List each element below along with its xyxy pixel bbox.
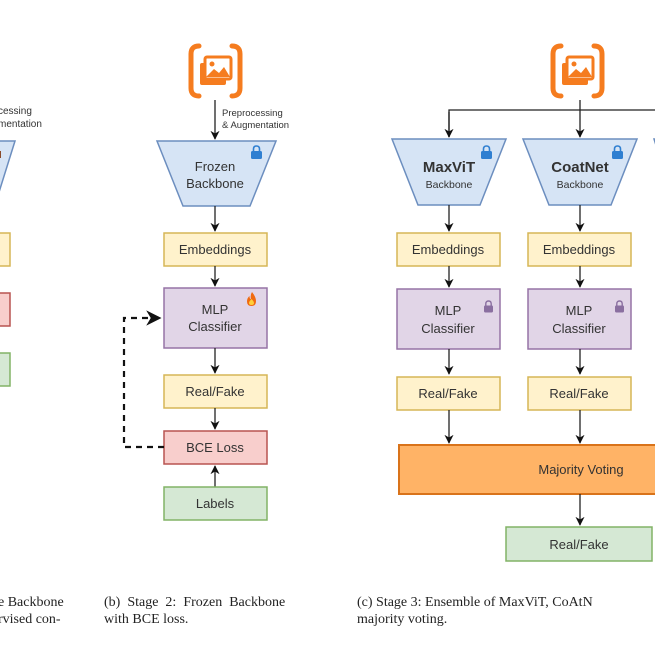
final-output-box: [505, 526, 653, 562]
lock-icon: [481, 145, 492, 159]
image-input-icon: [188, 43, 243, 99]
fire-icon: [0, 151, 1, 158]
embeddings-box-a: [0, 232, 11, 267]
mlp-label-2: Classifier: [188, 319, 242, 334]
coatnet-backbone: [521, 138, 639, 206]
caption-c: (c) Stage 3: Ensemble of MaxViT, CoAtN m…: [357, 594, 655, 628]
labels-box-a: [0, 352, 11, 387]
maxvit-mlp-label-2: Classifier: [421, 321, 475, 336]
coatnet-mlp: [527, 288, 632, 350]
loss-box-a: [0, 292, 11, 327]
loss-label: BCE Loss: [186, 440, 244, 455]
coatnet-name: CoatNet: [551, 159, 609, 176]
output-box: [163, 374, 268, 409]
labels-box: [163, 486, 268, 521]
maxvit-backbone: [390, 138, 508, 206]
maxvit-name: MaxViT: [423, 159, 475, 176]
panel-a: cessing mentation: [0, 106, 42, 387]
labels-label: Labels: [196, 496, 235, 511]
backbone-shape-a: [0, 140, 17, 192]
branch-coatnet: CoatNet Backbone Embeddings MLP Classifi…: [521, 138, 639, 444]
caption-a-line1: e Backbone: [0, 595, 64, 610]
caption-b-line1: (b) Stage 2: Frozen Backbone: [104, 595, 286, 610]
backbone-label-1: Frozen: [195, 159, 235, 174]
coatnet-embeddings: [527, 232, 632, 267]
embeddings-label: Embeddings: [179, 242, 252, 257]
preprocess-label: Preprocessing: [222, 108, 283, 119]
maxvit-mlp-label-1: MLP: [435, 303, 462, 318]
preprocess-label-a-2: mentation: [0, 119, 42, 130]
frozen-backbone: [155, 140, 278, 207]
maxvit-mlp: [396, 288, 501, 350]
majority-voting-box: [398, 444, 655, 495]
branch-maxvit: MaxViT Backbone Embeddings MLP Classifie…: [390, 138, 508, 444]
image-input-icon: [550, 43, 605, 99]
lock-icon: [484, 300, 493, 313]
embeddings-box: [163, 232, 268, 267]
maxvit-embeddings: [396, 232, 501, 267]
caption-c-line2: majority voting.: [357, 612, 448, 627]
caption-c-line1: (c) Stage 3: Ensemble of MaxViT, CoAtN: [357, 595, 593, 610]
fire-icon: [247, 292, 256, 306]
final-output-label: Real/Fake: [549, 537, 608, 552]
majority-voting-label: Majority Voting: [538, 462, 623, 477]
panel-b: Preprocessing & Augmentation Frozen Back…: [122, 43, 289, 521]
maxvit-sub: Backbone: [426, 179, 473, 191]
output-label: Real/Fake: [185, 384, 244, 399]
maxvit-embeddings-label: Embeddings: [412, 242, 485, 257]
lock-icon: [612, 145, 623, 159]
caption-b: (b) Stage 2: Frozen Backbone with BCE lo…: [104, 594, 332, 628]
bce-loss-box: [163, 430, 268, 465]
coatnet-output-label: Real/Fake: [549, 386, 608, 401]
lock-icon: [251, 145, 262, 159]
coatnet-sub: Backbone: [557, 179, 604, 191]
caption-b-line2: with BCE loss.: [104, 612, 189, 627]
caption-a-line2: rvised con-: [0, 612, 61, 627]
mlp-label-1: MLP: [202, 302, 229, 317]
maxvit-output: [396, 376, 501, 411]
maxvit-output-label: Real/Fake: [418, 386, 477, 401]
coatnet-mlp-label-2: Classifier: [552, 321, 606, 336]
preprocess-label-2: & Augmentation: [222, 120, 289, 131]
preprocess-label-a: cessing: [0, 106, 32, 117]
feedback-arrow: [122, 310, 164, 449]
coatnet-mlp-label-1: MLP: [566, 303, 593, 318]
lock-icon: [615, 300, 624, 313]
caption-a-text: e Backbone rvised con-: [0, 594, 78, 628]
backbone-label-2: Backbone: [186, 176, 244, 191]
panel-c: MaxViT Backbone Embeddings MLP Classifie…: [390, 43, 655, 562]
coatnet-embeddings-label: Embeddings: [543, 242, 616, 257]
